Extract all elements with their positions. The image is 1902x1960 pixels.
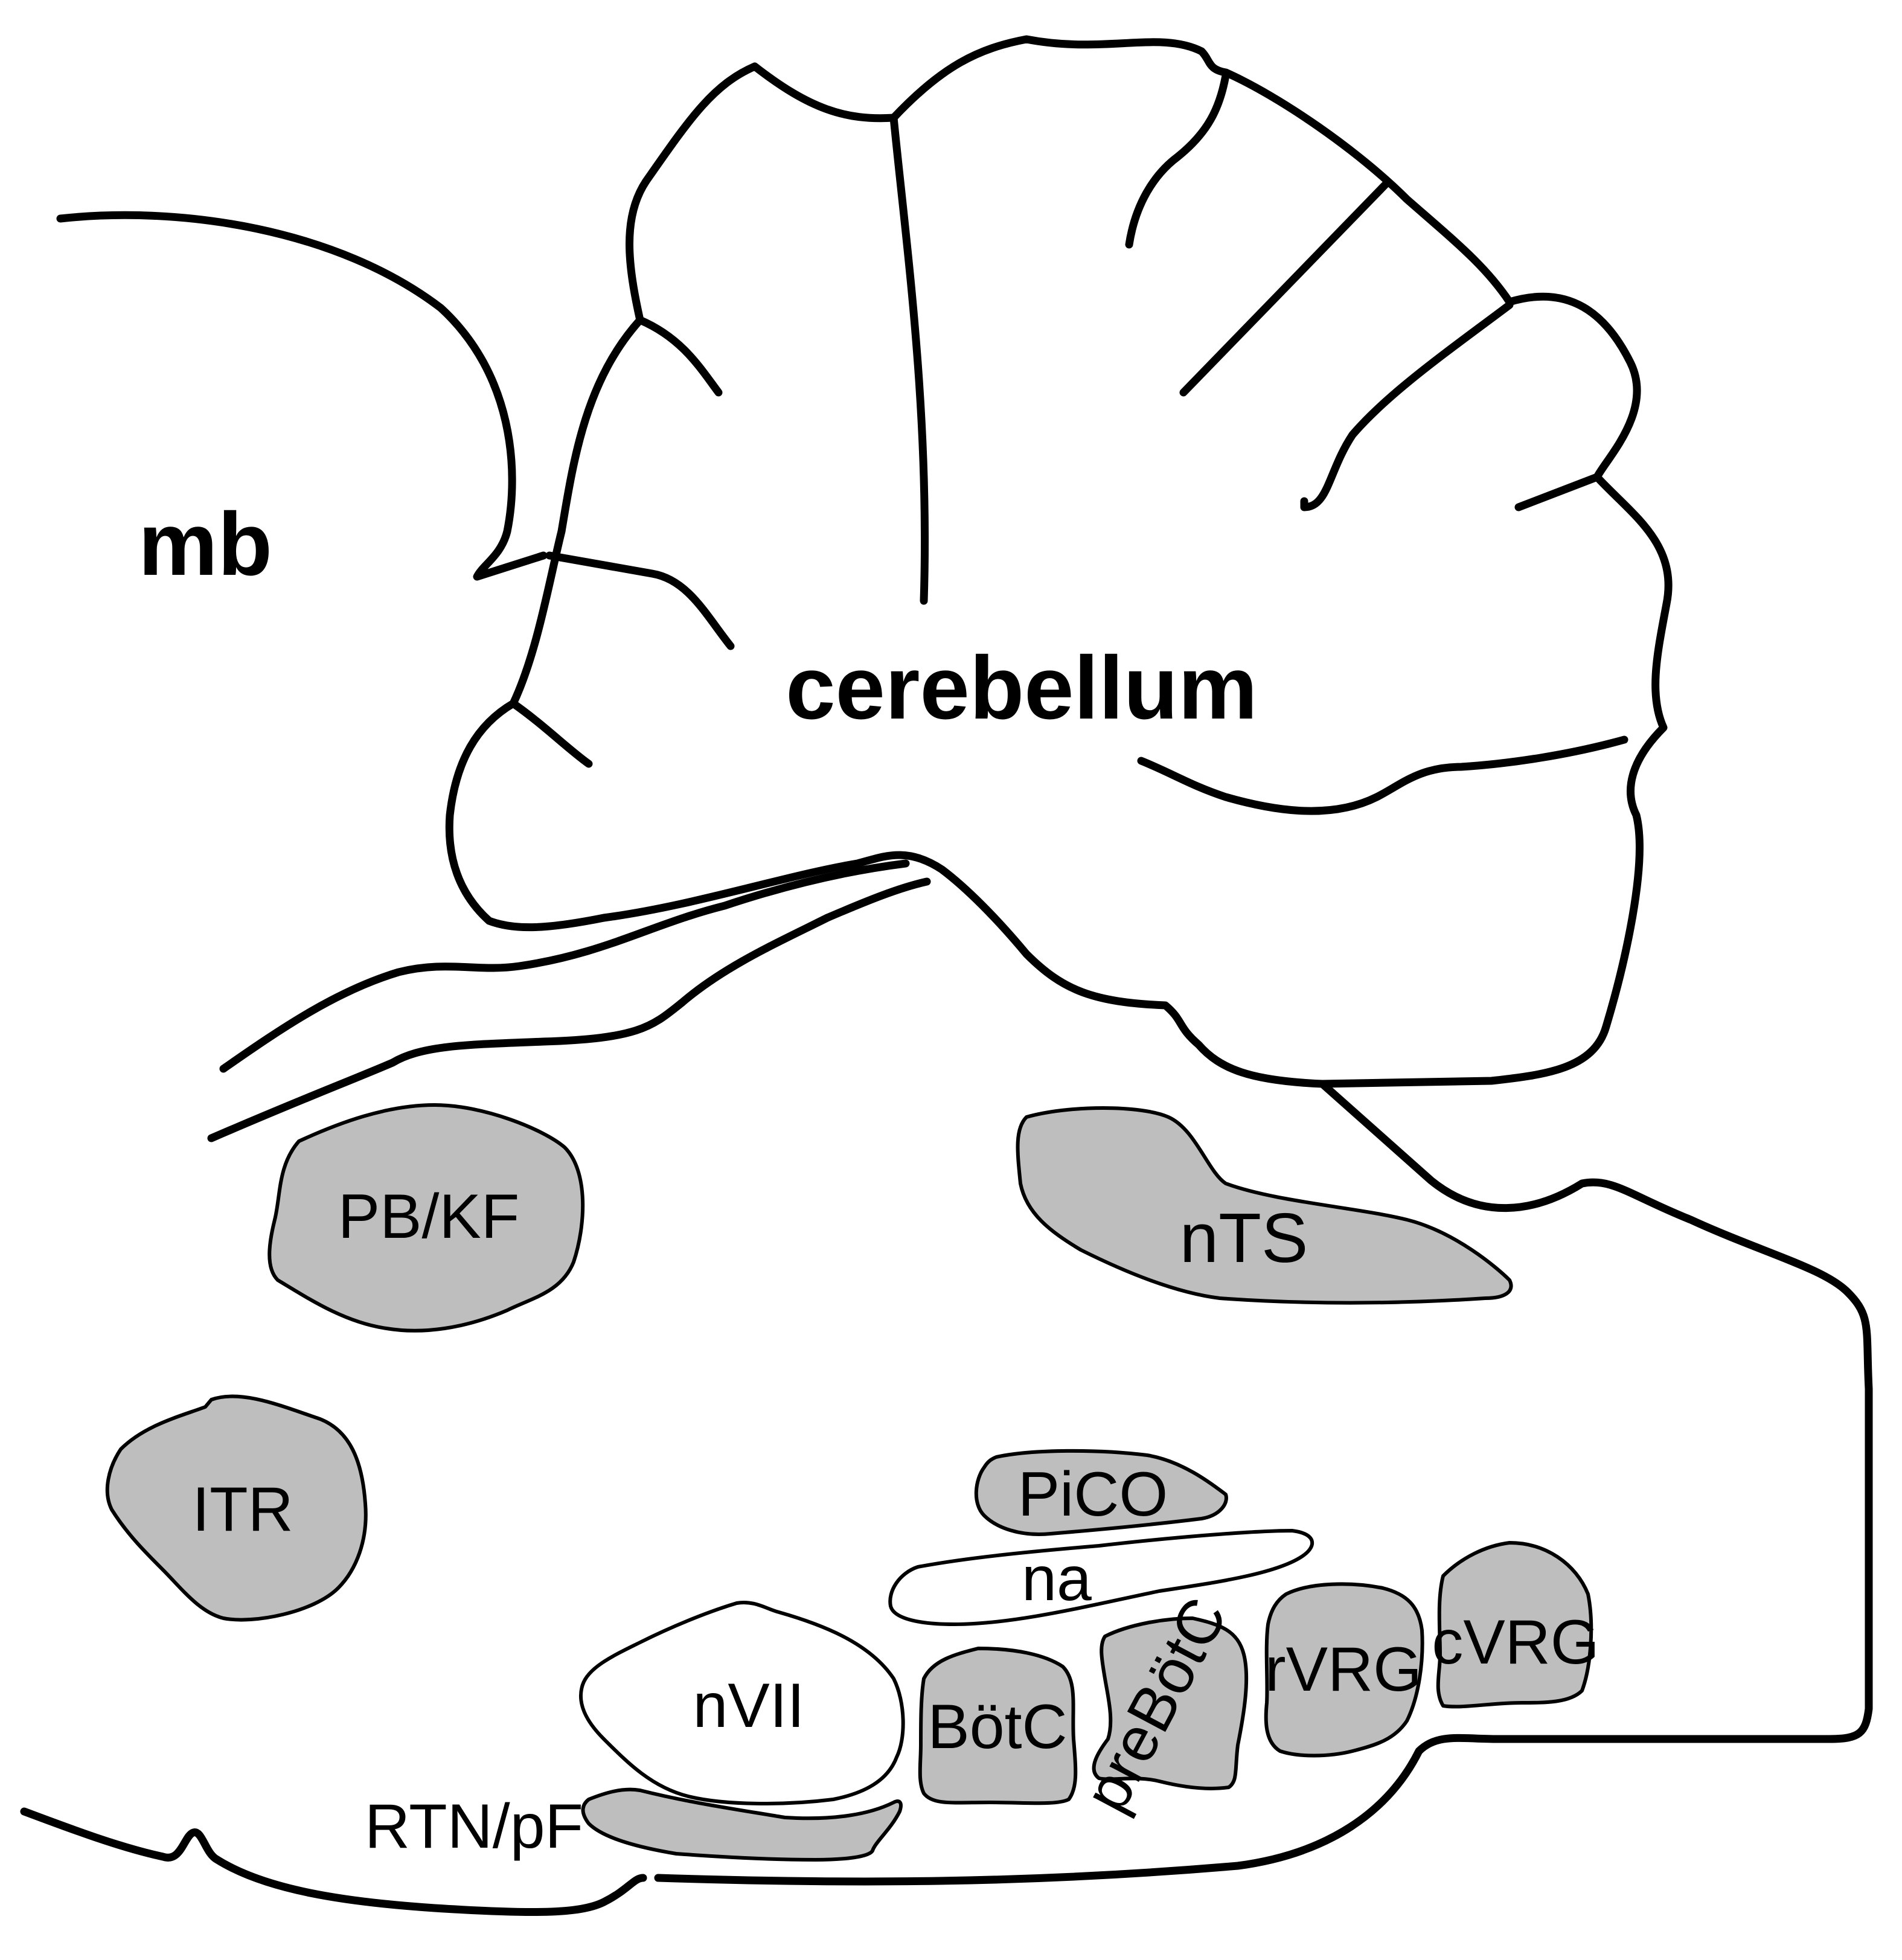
fissure xyxy=(545,551,735,650)
fissure xyxy=(1137,735,1628,815)
prebotc-region xyxy=(1092,1616,1249,1790)
nts-region xyxy=(1016,1106,1513,1305)
botc-region xyxy=(918,1647,1078,1805)
rvrg-region xyxy=(1264,1582,1424,1758)
pico-label: PiCO xyxy=(1018,1459,1168,1529)
mb-label: mb xyxy=(138,495,272,594)
pb-kf-label: PB/KF xyxy=(338,1182,520,1252)
pons-dorsal-outline xyxy=(219,859,910,1073)
nvii-label: nVII xyxy=(693,1671,805,1741)
fissure xyxy=(509,699,593,768)
medulla-outline xyxy=(654,1080,1873,1886)
fissure xyxy=(889,114,929,605)
na-label: na xyxy=(1022,1544,1092,1614)
fissure xyxy=(1125,71,1230,249)
nvii-region xyxy=(578,1601,905,1805)
ventral-surface-outline xyxy=(20,1807,647,1917)
rtn-pf-label: RTN/pF xyxy=(365,1792,583,1862)
rtn-pf-region xyxy=(581,1787,903,1862)
fissure xyxy=(636,316,723,397)
fissure xyxy=(1300,301,1514,511)
rvrg-label: rVRG xyxy=(1265,1635,1422,1705)
midbrain-outline xyxy=(56,211,548,581)
pons-ventricular-outline xyxy=(207,877,931,1142)
cvrg-label: cVRG xyxy=(1432,1607,1599,1677)
nts-label: nTS xyxy=(1180,1199,1308,1277)
itr-region xyxy=(105,1394,368,1622)
cerebellum-label: cerebellum xyxy=(786,638,1257,738)
fissure xyxy=(1514,473,1601,511)
botc-label: BötC xyxy=(927,1692,1067,1762)
pb-kf-region xyxy=(267,1103,585,1333)
cerebellum-outline xyxy=(445,35,1673,1088)
pico-region xyxy=(974,1449,1228,1536)
itr-label: ITR xyxy=(192,1475,293,1545)
cvrg-region xyxy=(1436,1541,1593,1709)
na-region xyxy=(888,1529,1314,1626)
fissure xyxy=(1179,180,1390,397)
